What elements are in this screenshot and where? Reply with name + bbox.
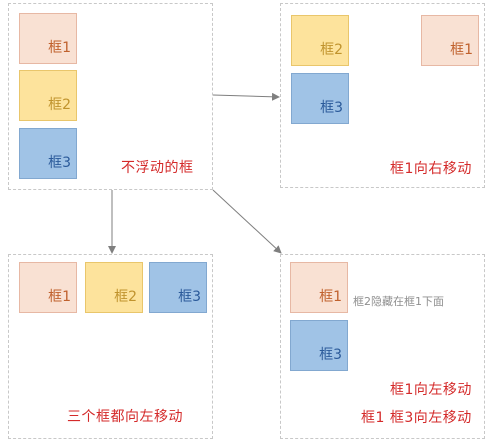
box-1: 框1 bbox=[421, 15, 479, 66]
box-1: 框1 bbox=[290, 262, 348, 313]
hidden-box-note: 框2隐藏在框1下面 bbox=[353, 295, 444, 308]
panel-right: 框2 框3 框1 框1向右移动 bbox=[280, 3, 485, 188]
panel-right-caption: 框1向右移动 bbox=[390, 161, 472, 177]
panel-left-one-caption-2: 框1 框3向左移动 bbox=[361, 410, 472, 426]
box-3-label: 框3 bbox=[178, 289, 201, 305]
panel-left-all: 框1 框2 框3 三个框都向左移动 bbox=[8, 254, 213, 439]
box-3-label: 框3 bbox=[48, 155, 71, 171]
box-3: 框3 bbox=[149, 262, 207, 313]
panel-left-all-caption: 三个框都向左移动 bbox=[67, 409, 183, 425]
box-2-label: 框2 bbox=[320, 42, 343, 58]
box-2: 框2 bbox=[85, 262, 143, 313]
box-1-label: 框1 bbox=[48, 40, 71, 56]
box-2-label: 框2 bbox=[114, 289, 137, 305]
box-1-label: 框1 bbox=[450, 42, 473, 58]
box-3: 框3 bbox=[291, 73, 349, 124]
panel-left-one: 框1 框2隐藏在框1下面 框3 框1向左移动 框1 框3向左移动 bbox=[280, 254, 485, 439]
panel-left-one-caption-1: 框1向左移动 bbox=[390, 382, 472, 398]
panel-initial-caption: 不浮动的框 bbox=[121, 160, 194, 176]
box-3-label: 框3 bbox=[319, 347, 342, 363]
box-1-label: 框1 bbox=[319, 289, 342, 305]
box-1: 框1 bbox=[19, 13, 77, 64]
box-3-label: 框3 bbox=[320, 100, 343, 116]
panel-initial: 框1 框2 框3 不浮动的框 bbox=[8, 3, 213, 190]
box-3: 框3 bbox=[19, 128, 77, 179]
arrow-to-right-panel bbox=[212, 92, 280, 101]
box-2: 框2 bbox=[291, 15, 349, 66]
arrow-to-left-one-panel bbox=[212, 189, 282, 254]
box-1: 框1 bbox=[19, 262, 77, 313]
box-1-label: 框1 bbox=[48, 289, 71, 305]
box-2-label: 框2 bbox=[48, 97, 71, 113]
box-2: 框2 bbox=[19, 70, 77, 121]
box-3: 框3 bbox=[290, 320, 348, 371]
